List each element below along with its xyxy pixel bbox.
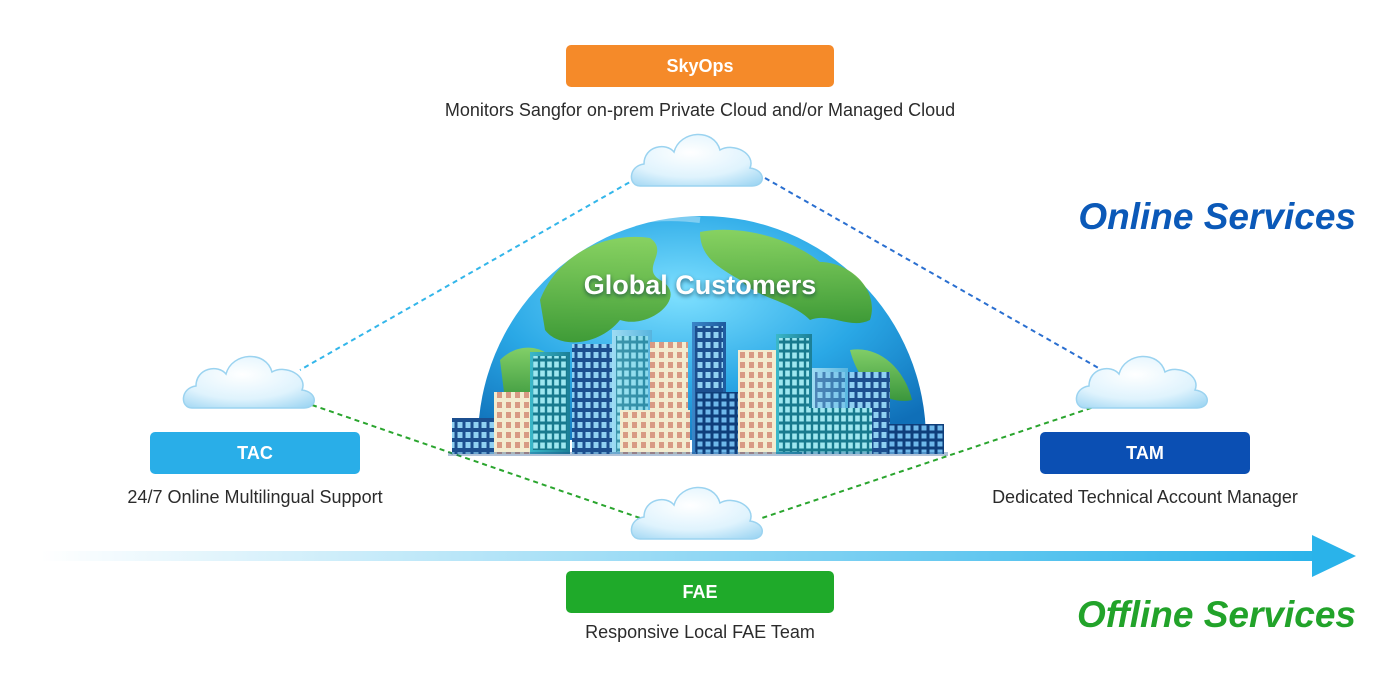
cloud-icon-top <box>630 133 763 187</box>
fae-description: Responsive Local FAE Team <box>585 622 815 642</box>
timeline-arrow-shaft <box>40 551 1320 561</box>
tac-description: 24/7 Online Multilingual Support <box>127 487 383 507</box>
connector-skyops-tac <box>299 177 638 371</box>
skyops-badge: SkyOps <box>566 45 834 87</box>
fae-badge: FAE <box>566 571 834 613</box>
tam-badge: TAM <box>1040 432 1250 474</box>
tam-description: Dedicated Technical Account Manager <box>992 487 1298 507</box>
cloud-icon-bottom <box>630 486 763 540</box>
connector-skyops-tam <box>764 177 1103 371</box>
connector-tac-fae <box>311 404 641 519</box>
arrow-icon <box>1312 535 1356 577</box>
skyops-description: Monitors Sangfor on-prem Private Cloud a… <box>444 100 956 120</box>
city-buildings-icon <box>448 322 948 456</box>
online-services-label: Online Services <box>1078 196 1356 237</box>
offline-services-label: Offline Services <box>1076 594 1356 635</box>
tac-badge: TAC <box>150 432 360 474</box>
cloud-icon-right <box>1075 355 1208 409</box>
globe-title: Global Customers <box>583 270 817 300</box>
cloud-icon-left <box>182 355 315 409</box>
